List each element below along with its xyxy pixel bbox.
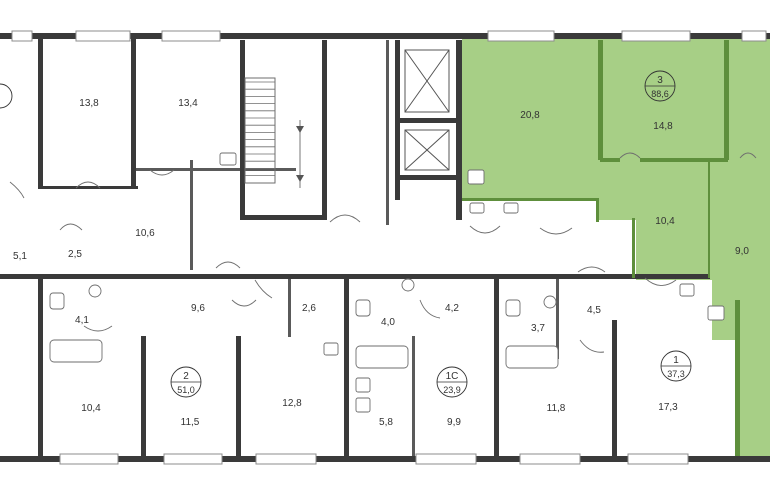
apartment-badge-1[interactable]: 1 37,3 xyxy=(660,350,692,382)
room-area-label: 11,5 xyxy=(181,417,200,428)
room-area-label: 10,6 xyxy=(135,228,155,239)
apartment-badge-3[interactable]: 3 88,6 xyxy=(644,70,676,102)
room-area-label: 4,2 xyxy=(445,303,459,314)
room-area-label: 20,8 xyxy=(520,110,540,121)
apartment-number: 2 xyxy=(183,371,189,382)
room-area-label: 14,8 xyxy=(653,121,673,132)
room-area-label: 4,0 xyxy=(381,317,395,328)
room-area-label: 17,3 xyxy=(658,402,678,413)
apartment-number: 1 xyxy=(673,355,679,366)
room-area-label: 4,5 xyxy=(587,305,601,316)
room-area-label: 12,8 xyxy=(282,398,302,409)
apartment-number: 3 xyxy=(657,75,663,86)
room-area-label: 5,8 xyxy=(379,417,393,428)
room-area-label: 2,5 xyxy=(68,249,82,260)
room-area-label: 9,9 xyxy=(447,417,461,428)
apartment-badge-partial xyxy=(0,83,13,109)
room-area-label: 2,6 xyxy=(302,303,316,314)
exterior-walls xyxy=(0,33,770,462)
apartment-area: 88,6 xyxy=(651,89,669,99)
apartment-area: 51,0 xyxy=(177,385,195,395)
apartment-area: 23,9 xyxy=(443,385,461,395)
room-area-label: 9,0 xyxy=(735,246,749,257)
bathroom-fixtures xyxy=(49,152,725,413)
room-area-label: 3,7 xyxy=(531,323,545,334)
apartment-3-area[interactable] xyxy=(462,38,770,462)
apartment-3-walls xyxy=(462,40,740,456)
stairwell xyxy=(244,77,304,188)
apartment-badge-2[interactable]: 2 51,0 xyxy=(170,366,202,398)
room-area-label: 5,1 xyxy=(13,251,27,262)
room-area-label: 10,4 xyxy=(655,216,675,227)
bottom-windows xyxy=(59,453,689,465)
apartment-badge-1c[interactable]: 1С 23,9 xyxy=(436,366,468,398)
room-area-label: 4,1 xyxy=(75,315,89,326)
doors xyxy=(9,152,757,353)
room-area-label: 9,6 xyxy=(191,303,205,314)
elevator-shafts xyxy=(404,49,450,171)
room-area-label: 13,8 xyxy=(79,98,99,109)
room-area-label: 10,4 xyxy=(81,403,101,414)
room-labels: 13,8 13,4 20,8 14,8 10,6 10,4 9,0 5,1 2,… xyxy=(13,98,749,428)
top-windows xyxy=(11,30,767,42)
interior-walls xyxy=(0,33,710,456)
apartment-number: 1С xyxy=(446,371,459,382)
apartment-area: 37,3 xyxy=(667,369,685,379)
room-area-label: 11,8 xyxy=(547,403,566,414)
room-area-label: 13,4 xyxy=(178,98,198,109)
